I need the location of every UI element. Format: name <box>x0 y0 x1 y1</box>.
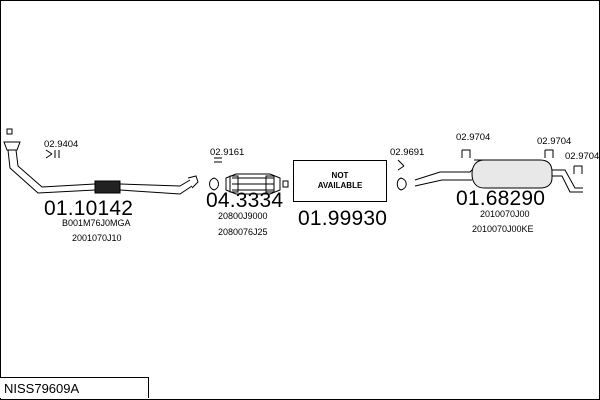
hanger-f6 <box>573 165 583 174</box>
hanger-f4 <box>461 149 471 158</box>
fitting-clamp-f2 <box>209 157 222 191</box>
fitting-clamp-f1 <box>45 149 60 159</box>
part-ref-2a: 20800J9000 <box>218 211 268 221</box>
rear-muffler <box>414 159 583 193</box>
part-ref-4b: 2010070J00KE <box>472 224 534 234</box>
fitting-label-f6: 02.9704 <box>565 151 600 162</box>
part-number-4[interactable]: 01.68290 <box>456 187 546 210</box>
front-pipe <box>3 128 199 195</box>
fitting-clamp-f3 <box>396 159 407 191</box>
fitting-label-f1: 02.9404 <box>44 139 79 150</box>
part-ref-2b: 2080076J25 <box>218 227 268 237</box>
fitting-label-f4: 02.9704 <box>456 132 491 143</box>
not-available-line1: NOT <box>331 171 349 180</box>
not-available-line2: AVAILABLE <box>317 181 363 190</box>
diagram-id: NISS79609A <box>0 377 149 398</box>
not-available-box: NOT AVAILABLE <box>293 160 387 202</box>
fitting-label-f3: 02.9691 <box>390 147 425 158</box>
part-number-3[interactable]: 01.99930 <box>298 207 388 230</box>
part-ref-4a: 2010070J00 <box>480 209 530 219</box>
fitting-label-f5: 02.9704 <box>537 136 572 147</box>
part-number-1[interactable]: 01.10142 <box>44 197 134 220</box>
part-ref-1a: B001M76J0MGA <box>62 218 131 228</box>
fitting-label-f2: 02.9161 <box>210 147 245 158</box>
hanger-f5 <box>544 149 554 158</box>
part-number-2[interactable]: 04.3334 <box>206 189 284 212</box>
part-ref-1b: 2001070J10 <box>72 233 122 243</box>
catalytic-converter <box>225 173 289 195</box>
